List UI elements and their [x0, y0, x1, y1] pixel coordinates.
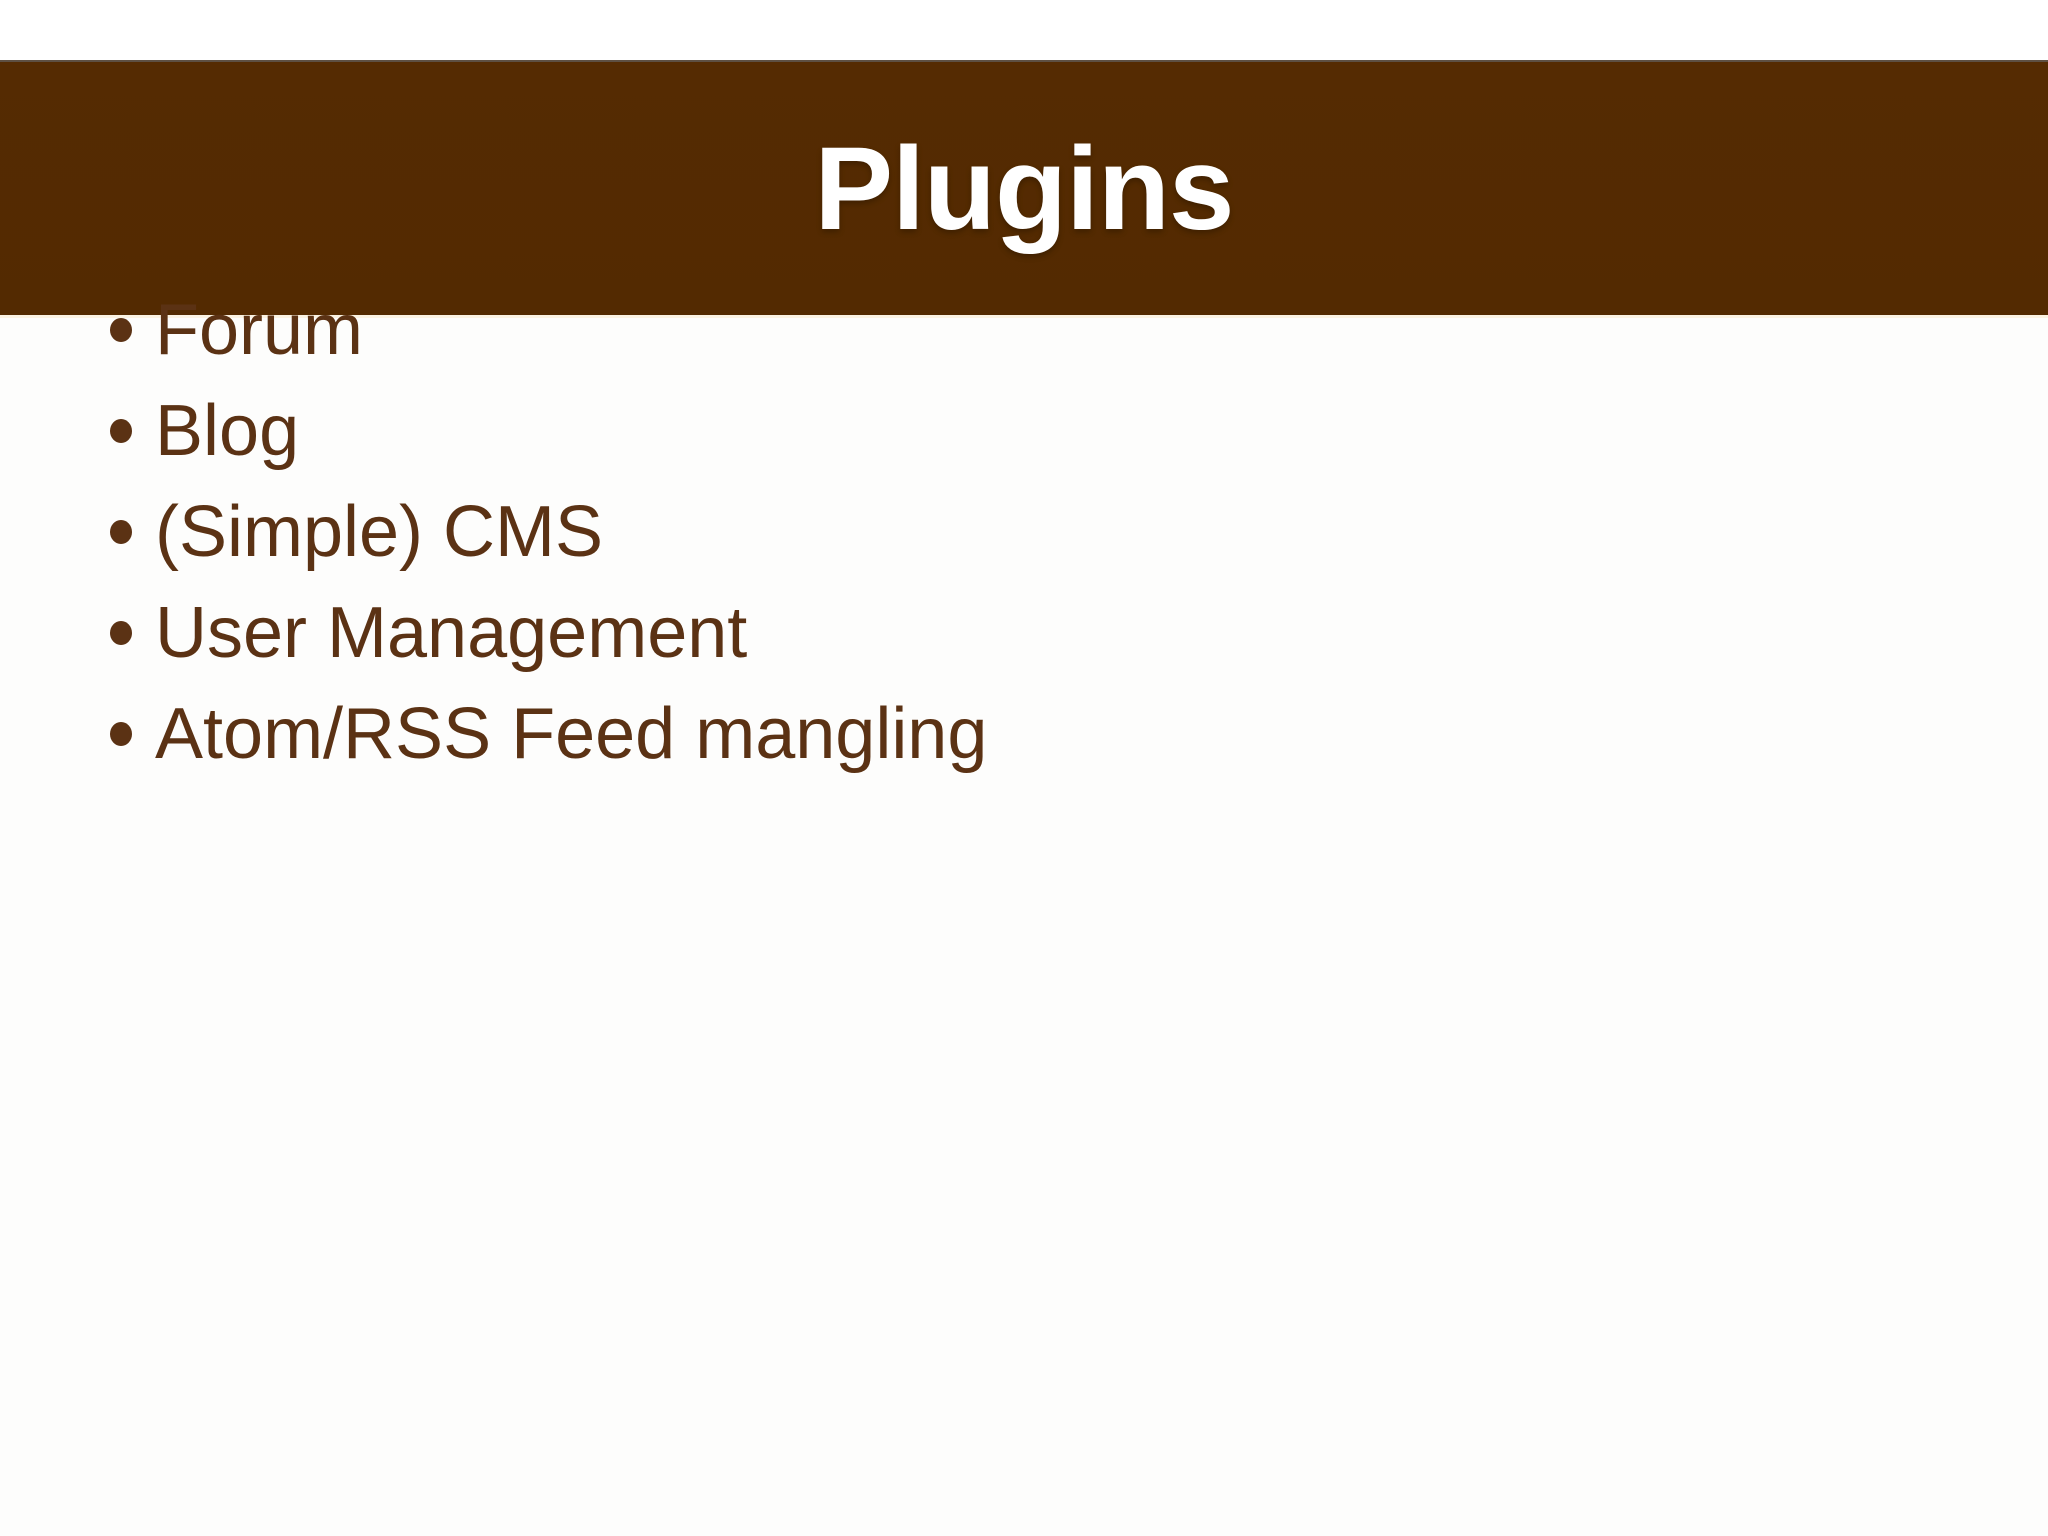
bullet-dot-icon — [110, 418, 132, 443]
list-item: User Management — [110, 582, 987, 683]
bullet-label: Blog — [155, 390, 300, 471]
list-item: Atom/RSS Feed mangling — [110, 683, 987, 784]
top-margin-strip — [0, 0, 2048, 60]
list-item: (Simple) CMS — [110, 481, 987, 582]
bullet-label: (Simple) CMS — [155, 491, 604, 572]
list-item: Forum — [110, 279, 987, 380]
bullet-dot-icon — [110, 317, 132, 342]
title-bar: Plugins — [0, 60, 2048, 318]
slide-title: Plugins — [814, 122, 1234, 255]
list-item: Blog — [110, 380, 987, 481]
bullet-label: User Management — [155, 592, 748, 673]
bullet-label: Atom/RSS Feed mangling — [155, 693, 988, 774]
bullet-label: Forum — [155, 289, 364, 370]
bullet-dot-icon — [110, 519, 132, 544]
bullet-list: Forum Blog (Simple) CMS User Management … — [110, 279, 987, 784]
bullet-dot-icon — [110, 620, 132, 645]
bullet-dot-icon — [110, 721, 132, 746]
